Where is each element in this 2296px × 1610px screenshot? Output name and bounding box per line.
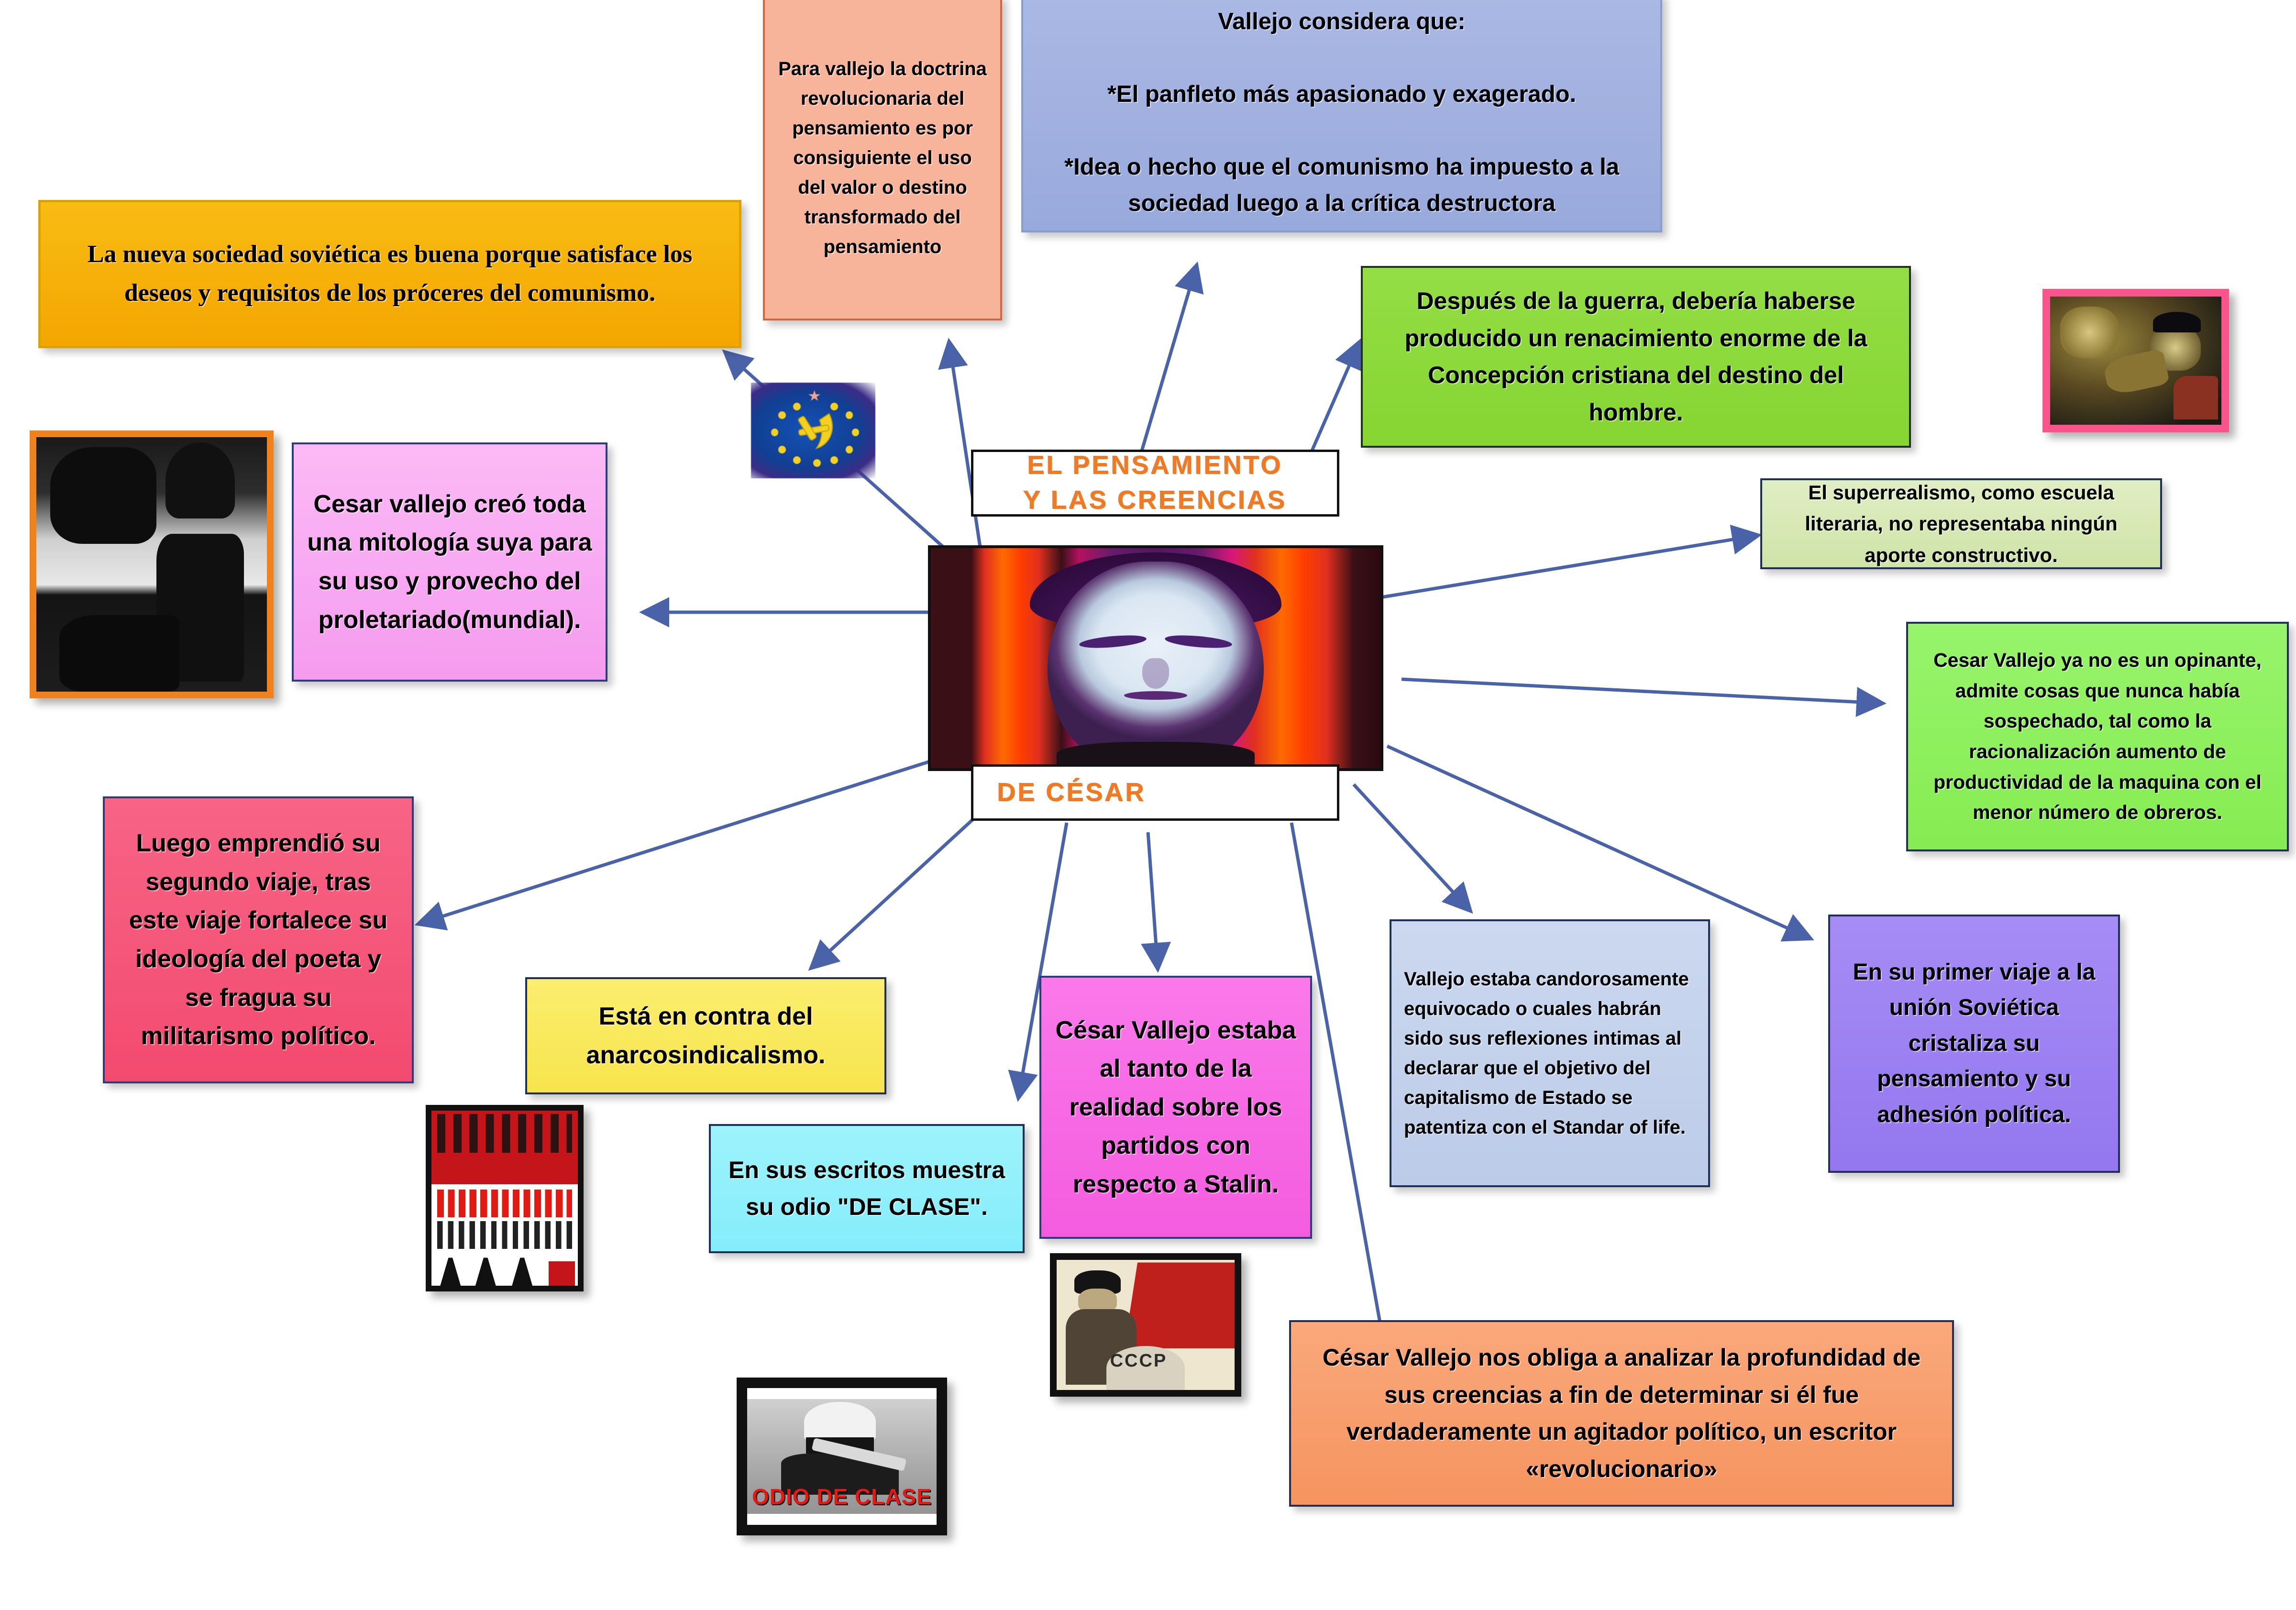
- node-text: Cesar Vallejo ya no es un opinante, admi…: [1933, 649, 2262, 824]
- photo-content: CCCP: [1057, 1260, 1235, 1390]
- photo-content: [431, 1111, 578, 1286]
- eu-star-dot: [778, 411, 786, 419]
- eu-star-dot: [813, 459, 821, 467]
- node-text: En su primer viaje a la unión Soviética …: [1853, 959, 2096, 1127]
- center-title-top-text: EL PENSAMIENTO Y LAS CREENCIAS: [1023, 451, 1287, 515]
- node-text: Vallejo estaba candorosamente equivocado…: [1404, 969, 1689, 1138]
- node-text: El superrealismo, como escuela literaria…: [1805, 481, 2118, 566]
- node-renacimiento-cristiano[interactable]: Después de la guerra, debería haberse pr…: [1361, 266, 1911, 448]
- photo-caption: ODIO DE CLASE: [752, 1484, 932, 1510]
- red-star-icon: [808, 390, 821, 401]
- node-text: Luego emprendió su segundo viaje, tras e…: [129, 829, 388, 1050]
- node-ya-no-opinante[interactable]: Cesar Vallejo ya no es un opinante, admi…: [1906, 622, 2289, 851]
- node-superrealismo[interactable]: El superrealismo, como escuela literaria…: [1760, 478, 2162, 569]
- node-candorosamente-equivocado[interactable]: Vallejo estaba candorosamente equivocado…: [1390, 919, 1710, 1187]
- node-segundo-viaje[interactable]: Luego emprendió su segundo viaje, tras e…: [103, 796, 414, 1083]
- portrait-nose: [1142, 658, 1170, 689]
- node-text: Cesar vallejo creó toda una mitología su…: [307, 490, 592, 634]
- node-mitologia-proletariado[interactable]: Cesar vallejo creó toda una mitología su…: [292, 442, 607, 682]
- eu-star-dot: [845, 446, 853, 453]
- center-title-bottom: DE CÉSAR: [971, 764, 1339, 821]
- center-title-bottom-text: DE CÉSAR: [997, 778, 1147, 807]
- node-anarcosindicalismo[interactable]: Está en contra del anarcosindicalismo.: [525, 977, 886, 1094]
- eu-star-dot: [793, 403, 801, 410]
- sickle-glyph: [798, 413, 833, 450]
- node-nueva-sociedad-sovietica[interactable]: La nueva sociedad soviética es buena por…: [38, 200, 741, 348]
- photo-content: [2050, 297, 2221, 425]
- photo-content: ODIO DE CLASE: [747, 1388, 937, 1525]
- center-title-top: EL PENSAMIENTO Y LAS CREENCIAS: [971, 450, 1339, 517]
- photo-caption: CCCP: [1110, 1351, 1168, 1371]
- photo-red-poster: [426, 1105, 584, 1291]
- photo-cccp-stalin: CCCP: [1050, 1253, 1241, 1397]
- node-text: Vallejo considera que: *El panfleto más …: [1064, 9, 1619, 216]
- node-text: Después de la guerra, debería haberse pr…: [1404, 287, 1867, 426]
- node-text: César Vallejo estaba al tanto de la real…: [1055, 1016, 1296, 1198]
- node-text: En sus escritos muestra su odio "DE CLAS…: [728, 1156, 1005, 1221]
- node-doctrina-revolucionaria[interactable]: Para vallejo la doctrina revolucionaria …: [763, 0, 1002, 320]
- node-text: La nueva sociedad soviética es buena por…: [87, 241, 693, 307]
- portrait-mouth: [1124, 691, 1187, 700]
- node-analizar-profundidad[interactable]: César Vallejo nos obliga a analizar la p…: [1289, 1320, 1954, 1507]
- photo-boxer-painting: [2042, 289, 2229, 432]
- node-vallejo-considera[interactable]: Vallejo considera que: *El panfleto más …: [1021, 0, 1662, 232]
- eu-star-dot: [778, 446, 786, 453]
- portrait-face: [1048, 561, 1264, 768]
- photo-vallejo-bench: [30, 430, 274, 698]
- eu-star-dot: [830, 403, 838, 410]
- node-primer-viaje-union-sovietica[interactable]: En su primer viaje a la unión Soviética …: [1828, 915, 2120, 1173]
- hammer-and-sickle-flag-icon: [751, 383, 875, 478]
- node-text: Para vallejo la doctrina revolucionaria …: [778, 58, 987, 257]
- portrait-torso: [1057, 741, 1255, 768]
- eu-star-dot: [793, 456, 801, 464]
- node-odio-de-clase[interactable]: En sus escritos muestra su odio "DE CLAS…: [709, 1124, 1025, 1253]
- node-text: César Vallejo nos obliga a analizar la p…: [1322, 1344, 1921, 1482]
- center-portrait: [928, 545, 1383, 771]
- photo-content: [36, 437, 267, 692]
- eu-star-dot: [830, 456, 838, 464]
- node-partidos-stalin[interactable]: César Vallejo estaba al tanto de la real…: [1039, 976, 1312, 1239]
- eu-star-dot: [851, 429, 860, 436]
- photo-odio-de-clase: ODIO DE CLASE: [737, 1378, 947, 1535]
- eu-star-dot: [771, 429, 779, 436]
- eu-star-dot: [845, 411, 853, 419]
- node-text: Está en contra del anarcosindicalismo.: [586, 1002, 826, 1069]
